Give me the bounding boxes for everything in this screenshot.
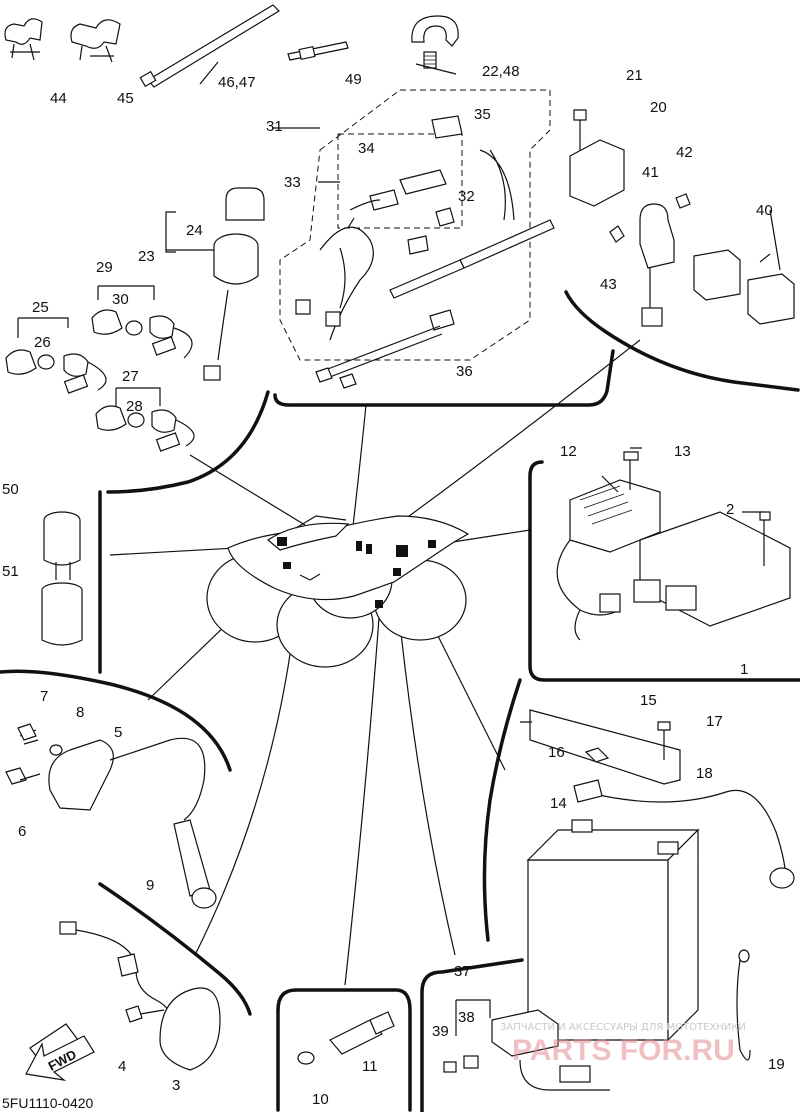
label-36: 36 xyxy=(456,363,473,380)
label-leaders xyxy=(17,61,781,1036)
fuse-box-group xyxy=(443,1009,610,1091)
label-18: 18 xyxy=(696,765,713,782)
clamp-22-48 xyxy=(411,15,459,69)
label-3: 3 xyxy=(172,1077,180,1094)
label-11: 11 xyxy=(362,1058,378,1075)
clip-45 xyxy=(70,19,121,63)
horn-group xyxy=(29,921,221,1071)
label-17: 17 xyxy=(706,713,723,730)
label-2: 2 xyxy=(726,501,734,518)
label-19: 19 xyxy=(768,1056,785,1073)
socket-50-51 xyxy=(41,511,83,646)
label-16: 16 xyxy=(548,744,565,761)
relay-group xyxy=(569,109,795,327)
label-25: 25 xyxy=(32,299,49,316)
atv-silhouette xyxy=(206,515,470,668)
label-42: 42 xyxy=(676,144,693,161)
cable-tie-46-47 xyxy=(139,4,280,88)
label-45: 45 xyxy=(117,90,134,107)
label-35: 35 xyxy=(474,106,491,123)
label-12: 12 xyxy=(560,443,577,460)
label-21: 21 xyxy=(626,67,643,84)
label-13: 13 xyxy=(674,443,691,460)
neutral-switch-group xyxy=(297,1011,395,1065)
watermark-logo: PARTS FOR.RU xyxy=(512,1034,735,1067)
label-41: 41 xyxy=(642,164,659,181)
label-29: 29 xyxy=(96,259,113,276)
label-7: 7 xyxy=(40,688,48,705)
label-31: 31 xyxy=(266,118,283,135)
part-labels: 44 45 46,47 49 22,48 21 20 35 31 34 42 4… xyxy=(2,63,785,1108)
band-49 xyxy=(287,41,349,61)
label-43: 43 xyxy=(600,276,617,293)
label-46-47: 46,47 xyxy=(218,74,256,91)
label-26: 26 xyxy=(34,334,51,351)
label-30: 30 xyxy=(112,291,129,308)
label-28: 28 xyxy=(126,398,143,415)
label-39: 39 xyxy=(432,1023,449,1040)
label-10: 10 xyxy=(312,1091,329,1108)
label-9: 9 xyxy=(146,877,154,894)
label-34: 34 xyxy=(358,140,375,157)
label-44: 44 xyxy=(50,90,67,107)
watermark-small-text: ЗАПЧАСТИ И АКСЕССУАРЫ ДЛЯ МОТОТЕХНИКИ xyxy=(500,1022,746,1033)
label-20: 20 xyxy=(650,99,667,116)
label-15: 15 xyxy=(640,692,657,709)
label-14: 14 xyxy=(550,795,567,812)
label-32: 32 xyxy=(458,188,475,205)
ignition-coil-group xyxy=(5,723,217,909)
label-33: 33 xyxy=(284,174,301,191)
label-23: 23 xyxy=(138,248,155,265)
label-49: 49 xyxy=(345,71,362,88)
label-27: 27 xyxy=(122,368,139,385)
label-51: 51 xyxy=(2,563,19,580)
cdi-group xyxy=(556,451,791,641)
label-5: 5 xyxy=(114,724,122,741)
figure-code: 5FU1110-0420 xyxy=(2,1095,94,1111)
zone-outlines xyxy=(0,290,800,1112)
label-50: 50 xyxy=(2,481,19,498)
label-38: 38 xyxy=(458,1009,475,1026)
main-switch-group xyxy=(5,187,265,452)
watermark: ЗАПЧАСТИ И АКСЕССУАРЫ ДЛЯ МОТОТЕХНИКИ PA… xyxy=(500,1022,746,1067)
label-1: 1 xyxy=(740,661,748,678)
label-6: 6 xyxy=(18,823,26,840)
clip-44 xyxy=(4,18,43,61)
harness-group xyxy=(279,89,555,389)
label-22-48: 22,48 xyxy=(482,63,520,80)
battery-group xyxy=(526,709,795,1061)
label-37: 37 xyxy=(454,963,471,980)
label-4: 4 xyxy=(118,1058,126,1075)
label-8: 8 xyxy=(76,704,84,721)
label-24: 24 xyxy=(186,222,203,239)
label-40: 40 xyxy=(756,202,773,219)
